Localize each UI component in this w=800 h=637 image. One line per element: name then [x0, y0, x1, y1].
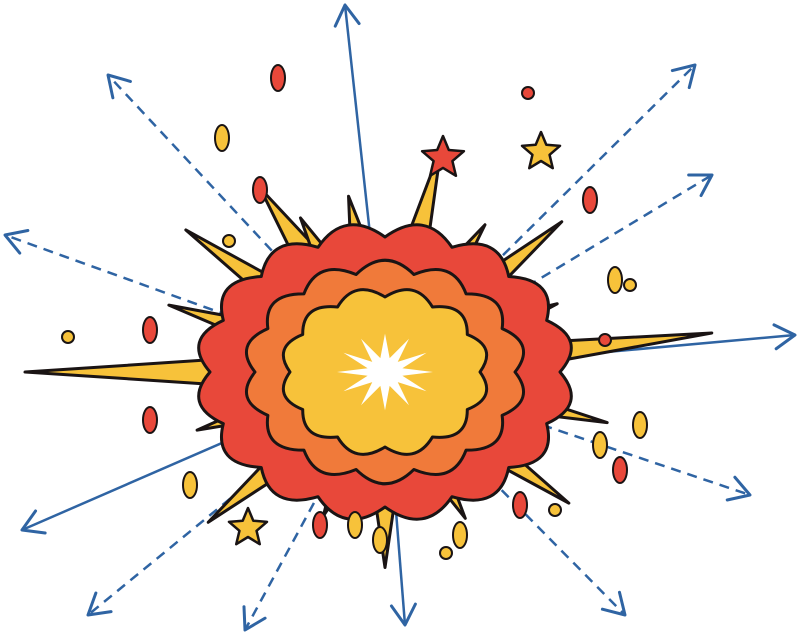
arrow-line-2 — [4, 233, 358, 364]
debris-drop — [142, 406, 158, 434]
debris-dot — [61, 330, 75, 344]
arrow-icon — [725, 475, 752, 502]
debris-drop — [142, 316, 158, 344]
arrow-line-1 — [107, 74, 366, 351]
debris-drop — [607, 266, 623, 294]
debris-layer — [61, 64, 648, 560]
arrow-icon — [687, 173, 714, 198]
debris-drop — [252, 176, 268, 204]
debris-drop — [632, 411, 648, 439]
debris-drop — [512, 491, 528, 519]
debris-drop — [612, 456, 628, 484]
arrow-icon — [3, 228, 30, 255]
arrow-icon — [86, 591, 113, 617]
debris-drop — [452, 521, 468, 549]
arrow-icon — [389, 602, 417, 627]
arrow-icon — [242, 605, 267, 632]
arrow-icon — [670, 63, 697, 90]
debris-drop — [182, 471, 198, 499]
debris-dot — [548, 503, 562, 517]
star-icon — [520, 130, 562, 170]
star-icon — [420, 134, 466, 178]
arrow-icon — [600, 590, 627, 617]
debris-dot — [521, 86, 535, 100]
arrow-icon — [333, 3, 361, 28]
debris-drop — [347, 511, 363, 539]
debris-dot — [623, 278, 637, 292]
core-flash — [337, 333, 433, 411]
arrow-icon — [772, 323, 797, 351]
debris-dot — [598, 333, 612, 347]
debris-drop — [372, 526, 388, 554]
arrow-icon — [106, 73, 132, 100]
fire-cloud — [197, 223, 573, 521]
debris-dot — [439, 546, 453, 560]
debris-dot — [222, 234, 236, 248]
debris-drop — [582, 186, 598, 214]
arrow-icon — [20, 509, 47, 535]
debris-drop — [214, 124, 230, 152]
star-icon — [227, 506, 269, 546]
debris-drop — [270, 64, 286, 92]
debris-drop — [592, 431, 608, 459]
debris-drop — [312, 511, 328, 539]
